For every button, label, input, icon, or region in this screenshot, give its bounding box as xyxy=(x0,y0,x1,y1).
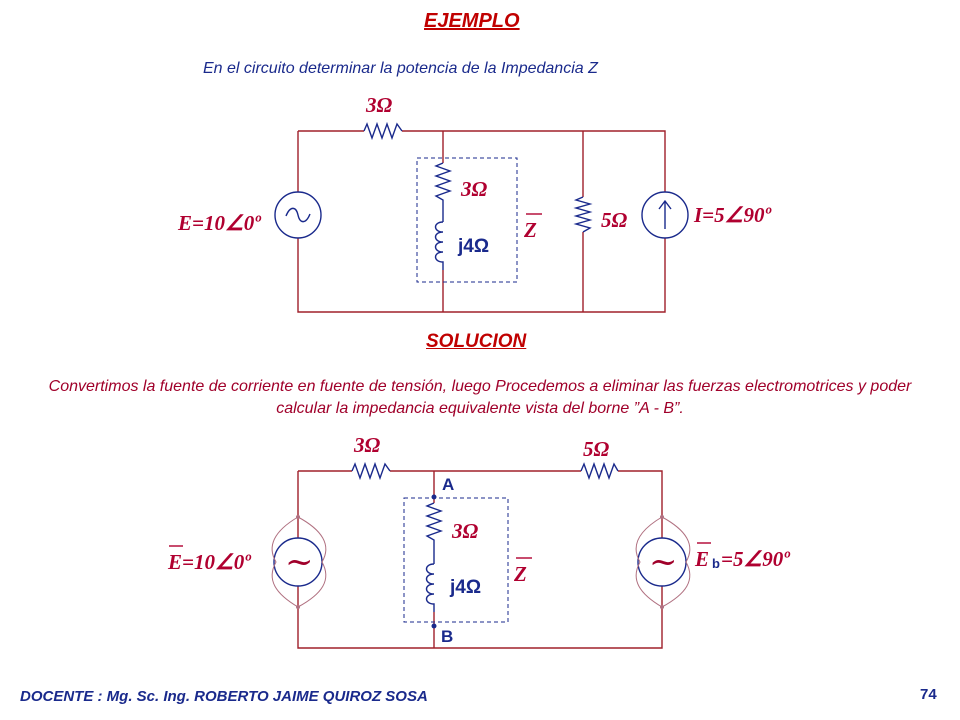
circuit2-resistor-branch xyxy=(424,502,444,564)
circuit2-node-a-dot xyxy=(431,494,437,500)
circuit2-left-dot-top xyxy=(296,515,300,519)
circuit2-left-source-arc-left xyxy=(271,516,299,608)
circuit2-inductor xyxy=(425,563,435,612)
circuit-2: ~ ~ 3Ω 5Ω A B 3Ω j4Ω Z E=10∠0º E b =5∠90… xyxy=(167,433,790,649)
circuit1-inductor xyxy=(434,221,444,270)
circuit2-label-z: Z xyxy=(513,562,527,586)
circuit1-voltage-source-icon xyxy=(274,191,322,239)
circuit2-label-right-source-e: E xyxy=(694,547,709,571)
circuit2-label-inductor: j4Ω xyxy=(449,577,481,598)
circuit2-label-r-right: 5Ω xyxy=(583,437,610,461)
circuit1-sine-icon xyxy=(285,207,311,223)
circuit1-label-r-branch: 3Ω xyxy=(460,177,488,201)
circuit2-label-left-source: E=10∠0º xyxy=(167,550,251,574)
circuit2-right-source-arc-left xyxy=(635,516,663,608)
footer-author: DOCENTE : Mg. Sc. Ing. ROBERTO JAIME QUI… xyxy=(20,688,428,705)
circuit1-arrow-up-icon xyxy=(658,199,672,229)
circuit1-label-current-source: I=5∠90º xyxy=(693,203,771,227)
circuit2-label-node-b: B xyxy=(441,627,453,646)
circuit2-left-tilde-icon: ~ xyxy=(285,542,314,582)
circuit2-right-dot-bottom xyxy=(660,605,664,609)
solution-explanation: Convertimos la fuente de corriente en fu… xyxy=(48,378,912,417)
circuit1-label-z: Z xyxy=(523,218,537,242)
circuit2-label-right-source-value: =5∠90º xyxy=(721,547,790,571)
circuit1-label-voltage-source: E=10∠0º xyxy=(177,211,261,235)
circuit2-label-node-a: A xyxy=(442,475,454,494)
circuit2-label-r-branch: 3Ω xyxy=(451,519,479,543)
circuit1-impedance-box xyxy=(416,157,518,283)
circuit2-label-r-left: 3Ω xyxy=(353,433,381,457)
circuit2-wires xyxy=(297,470,663,649)
circuit1-wires xyxy=(297,130,666,313)
circuit1-label-r-series: 3Ω xyxy=(365,93,393,117)
circuit2-resistor-left xyxy=(351,461,391,481)
circuit-1: 3Ω 3Ω j4Ω Z 5Ω E=10∠0º I=5∠90º xyxy=(177,93,771,313)
circuit2-label-right-source-sub: b xyxy=(712,556,720,571)
circuit2-right-tilde-icon: ~ xyxy=(649,542,678,582)
circuit1-resistor-branch xyxy=(433,162,453,222)
page-number: 74 xyxy=(920,686,937,703)
circuit2-left-dot-bottom xyxy=(296,605,300,609)
circuit2-node-b-dot xyxy=(431,623,437,629)
circuit2-impedance-box xyxy=(403,497,509,623)
circuit2-left-source-arc-right xyxy=(297,516,327,608)
page-title: EJEMPLO xyxy=(424,10,520,32)
circuit1-label-inductor: j4Ω xyxy=(457,236,489,257)
circuit1-label-r-shunt: 5Ω xyxy=(601,208,628,232)
circuit1-resistor-series xyxy=(363,121,403,141)
circuit2-right-dot-top xyxy=(660,515,664,519)
solution-title: SOLUCION xyxy=(426,331,527,352)
circuit2-right-source-arc-right xyxy=(661,516,691,608)
problem-statement: En el circuito determinar la potencia de… xyxy=(203,60,598,77)
circuit1-resistor-shunt xyxy=(573,196,593,233)
circuit1-current-source-icon xyxy=(641,191,689,239)
circuit2-resistor-right xyxy=(580,461,619,481)
